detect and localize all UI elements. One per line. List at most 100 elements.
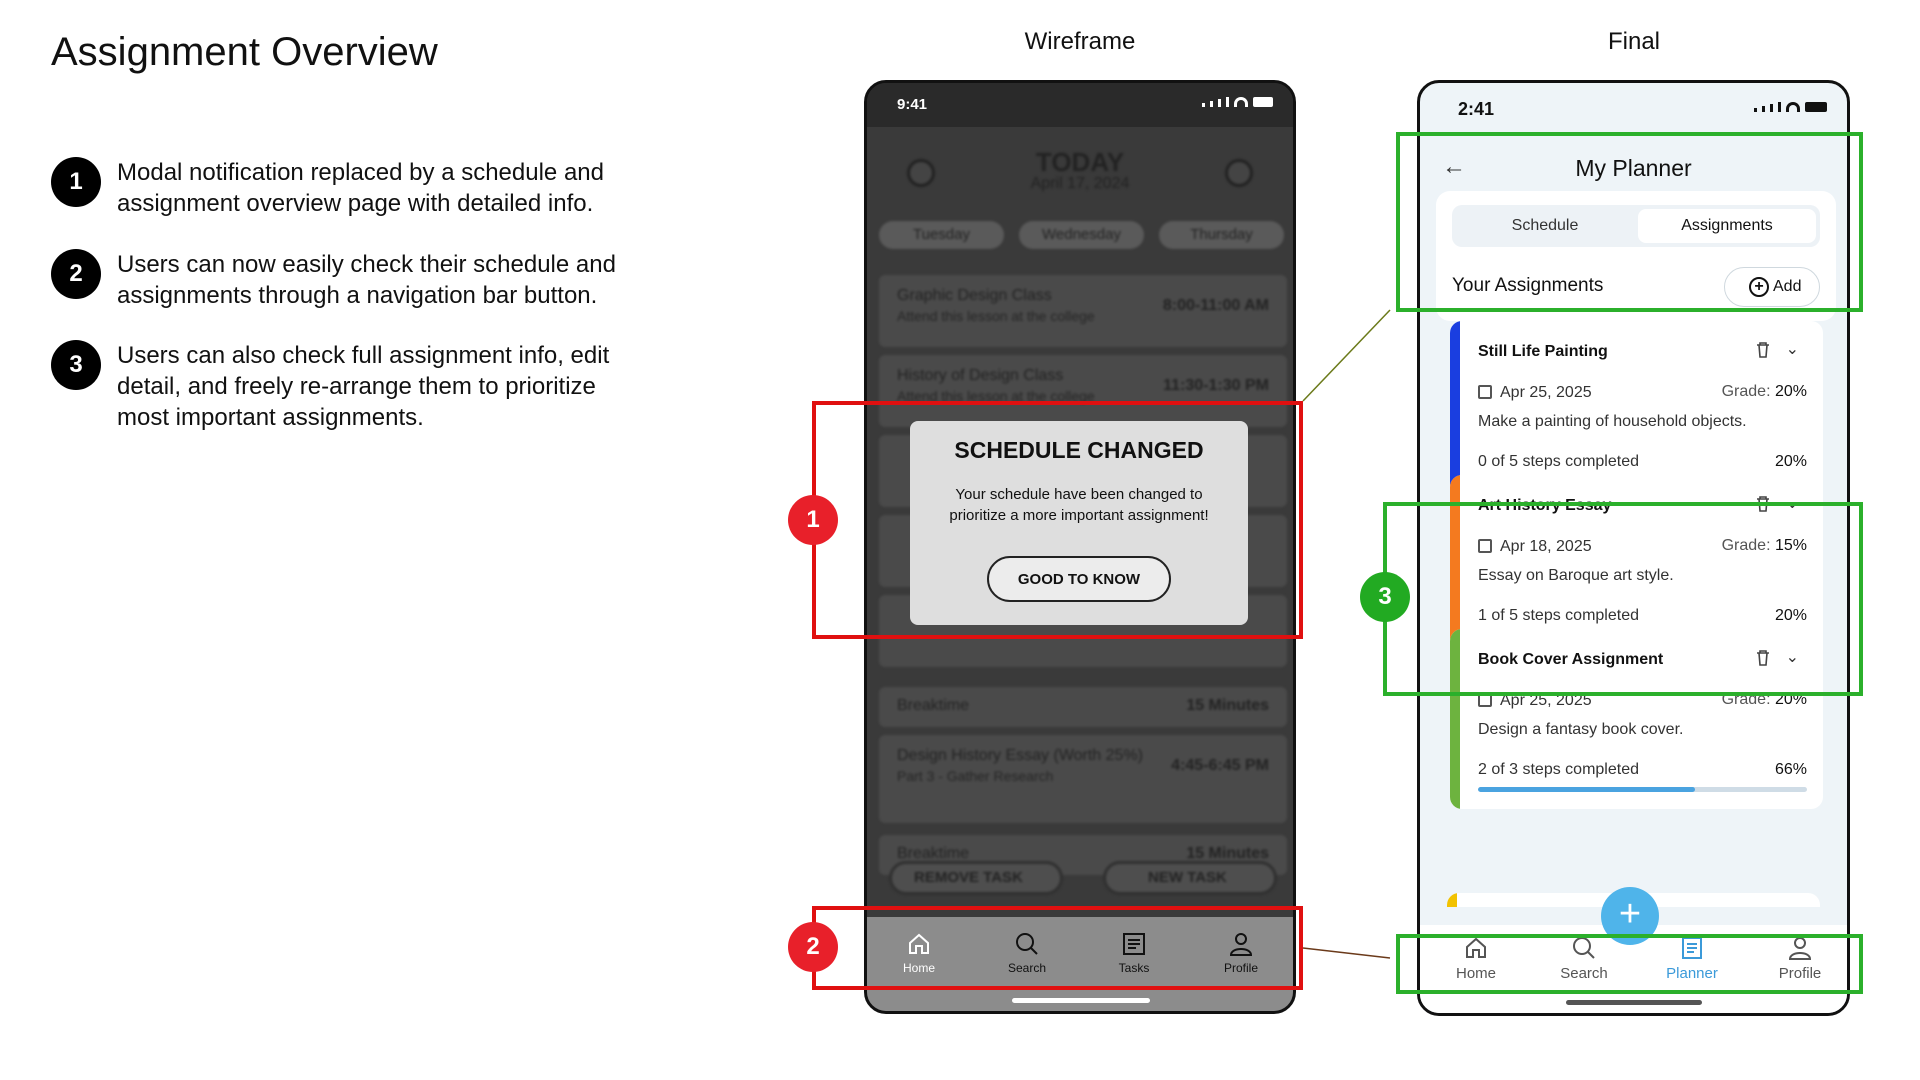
nav-label: Search: [1007, 961, 1047, 975]
assignment-description: Essay on Baroque art style.: [1478, 567, 1674, 584]
home-icon: [909, 933, 929, 954]
assignment-card[interactable]: Still Life Painting ⌄ Apr 25, 2025 Grade…: [1450, 321, 1823, 501]
good-to-know-button[interactable]: GOOD TO KNOW: [987, 556, 1171, 602]
nav-home[interactable]: Home: [1436, 935, 1516, 982]
new-task-button[interactable]: NEW TASK: [1103, 861, 1277, 895]
today-heading: TODAY: [1035, 147, 1125, 177]
note-number: 3: [51, 340, 101, 390]
chevron-down-icon[interactable]: ⌄: [1785, 649, 1799, 666]
row-subtitle: Attend this lesson at the college: [897, 388, 1095, 404]
row-time: 11:30-1:30 PM: [1163, 377, 1269, 394]
assignment-card[interactable]: Book Cover Assignment ⌄ Apr 25, 2025 Gra…: [1450, 629, 1823, 809]
remove-task-button[interactable]: REMOVE TASK: [889, 861, 1063, 895]
home-indicator: [1012, 998, 1150, 1003]
row-title: Breaktime: [897, 697, 970, 714]
nav-search[interactable]: Search: [1544, 935, 1624, 982]
nav-search[interactable]: Search: [987, 931, 1067, 975]
row-title: Graphic Design Class: [897, 287, 1052, 304]
nav-tasks[interactable]: Tasks: [1094, 931, 1174, 975]
trash-icon[interactable]: [1755, 649, 1771, 667]
wifi-icon: [1234, 97, 1248, 107]
note-text: Users can also check full assignment inf…: [117, 342, 610, 431]
progress-percent: 20%: [1774, 453, 1807, 470]
status-bar: 2:41: [1420, 83, 1847, 133]
page-title: Assignment Overview: [51, 30, 438, 74]
grade: Grade: 15%: [1722, 537, 1807, 555]
schedule-row[interactable]: Breaktime 15 Minutes: [879, 687, 1287, 727]
date-label: April 17, 2024: [1030, 175, 1130, 192]
progress-fill: [1478, 787, 1696, 792]
home-indicator: [1566, 1000, 1702, 1005]
wireframe-label: Wireframe: [1024, 28, 1136, 55]
priority-stripe: [1450, 629, 1460, 809]
status-time: 9:41: [897, 96, 928, 113]
note-text: Users can now easily check their schedul…: [117, 251, 616, 309]
due-date-text: Apr 18, 2025: [1500, 538, 1592, 555]
wifi-icon: [1786, 102, 1800, 112]
tab-assignments[interactable]: Assignments: [1638, 209, 1816, 243]
progress-percent: 20%: [1774, 607, 1807, 624]
row-title: Design History Essay (Worth 25%): [897, 747, 1143, 764]
grade-label: Grade:: [1721, 383, 1771, 400]
prev-day-icon[interactable]: [907, 159, 935, 187]
back-arrow-icon[interactable]: ←: [1442, 153, 1466, 180]
trash-icon[interactable]: [1755, 341, 1771, 359]
schedule-row[interactable]: Design History Essay (Worth 25%) Part 3 …: [879, 735, 1287, 823]
search-icon: [1573, 937, 1595, 959]
priority-stripe: [1450, 475, 1460, 655]
assignments-panel: Schedule Assignments Your Assignments + …: [1436, 191, 1836, 321]
note-number: 2: [51, 249, 101, 299]
callout-badge-3: 3: [1360, 572, 1410, 622]
final-phone: 2:41 ← My Planner Schedule Assignments Y…: [1417, 80, 1850, 1016]
day-tab[interactable]: Thursday: [1159, 221, 1284, 249]
row-subtitle: Part 3 - Gather Research: [897, 768, 1054, 784]
add-label: Add: [1773, 278, 1802, 295]
callout-badge-2: 2: [788, 922, 838, 972]
row-time: 15 Minutes: [1186, 697, 1269, 714]
day-tab[interactable]: Wednesday: [1019, 221, 1144, 249]
grade-value: 20%: [1774, 383, 1807, 400]
calendar-icon: [1478, 385, 1492, 399]
schedule-row[interactable]: Graphic Design Class Attend this lesson …: [879, 275, 1287, 347]
home-icon: [1466, 937, 1486, 958]
battery-icon: [1253, 97, 1273, 107]
nav-planner[interactable]: Planner: [1652, 935, 1732, 982]
callout-box-1: [812, 401, 1303, 639]
schedule-row[interactable]: History of Design Class Attend this less…: [879, 355, 1287, 427]
nav-home[interactable]: Home: [879, 931, 959, 975]
due-date-text: Apr 25, 2025: [1500, 384, 1592, 401]
nav-label: Planner: [1666, 965, 1718, 982]
grade-label: Grade:: [1721, 537, 1771, 554]
nav-label: Search: [1560, 965, 1608, 982]
tab-schedule[interactable]: Schedule: [1511, 217, 1579, 234]
status-icons: [1202, 97, 1273, 107]
modal-body: Your schedule have been changed to prior…: [949, 486, 1209, 524]
nav-label: Profile: [1778, 965, 1822, 982]
nav-profile[interactable]: Profile: [1760, 935, 1840, 982]
final-label: Final: [1607, 28, 1661, 55]
callout-box-3: [1383, 502, 1863, 696]
day-tab[interactable]: Tuesday: [879, 221, 1004, 249]
schedule-changed-modal: SCHEDULE CHANGED Your schedule have been…: [910, 421, 1248, 625]
add-button[interactable]: + Add: [1724, 267, 1820, 307]
progress-bar: [1478, 787, 1807, 792]
next-day-icon[interactable]: [1225, 159, 1253, 187]
modal-title: SCHEDULE CHANGED: [954, 437, 1204, 463]
row-title: Breaktime: [897, 845, 970, 862]
grade: Grade: 20%: [1722, 383, 1807, 401]
grade-value: 15%: [1774, 537, 1807, 554]
status-icons: [1754, 102, 1827, 112]
nav-label: Home: [902, 961, 935, 975]
nav-profile[interactable]: Profile: [1201, 931, 1281, 975]
planner-title: My Planner: [1575, 155, 1692, 181]
section-heading: Your Assignments: [1452, 275, 1604, 296]
callout-box-final-nav: [1396, 934, 1863, 994]
steps-completed: 2 of 3 steps completed: [1478, 761, 1639, 778]
assignment-title: Book Cover Assignment: [1478, 651, 1664, 668]
row-time: 15 Minutes: [1186, 845, 1269, 862]
steps-completed: 1 of 5 steps completed: [1478, 607, 1639, 624]
callout-badge-1: 1: [788, 495, 838, 545]
row-time: 4:45-6:45 PM: [1171, 757, 1269, 774]
row-title: History of Design Class: [897, 367, 1064, 384]
chevron-down-icon[interactable]: ⌄: [1785, 341, 1799, 358]
